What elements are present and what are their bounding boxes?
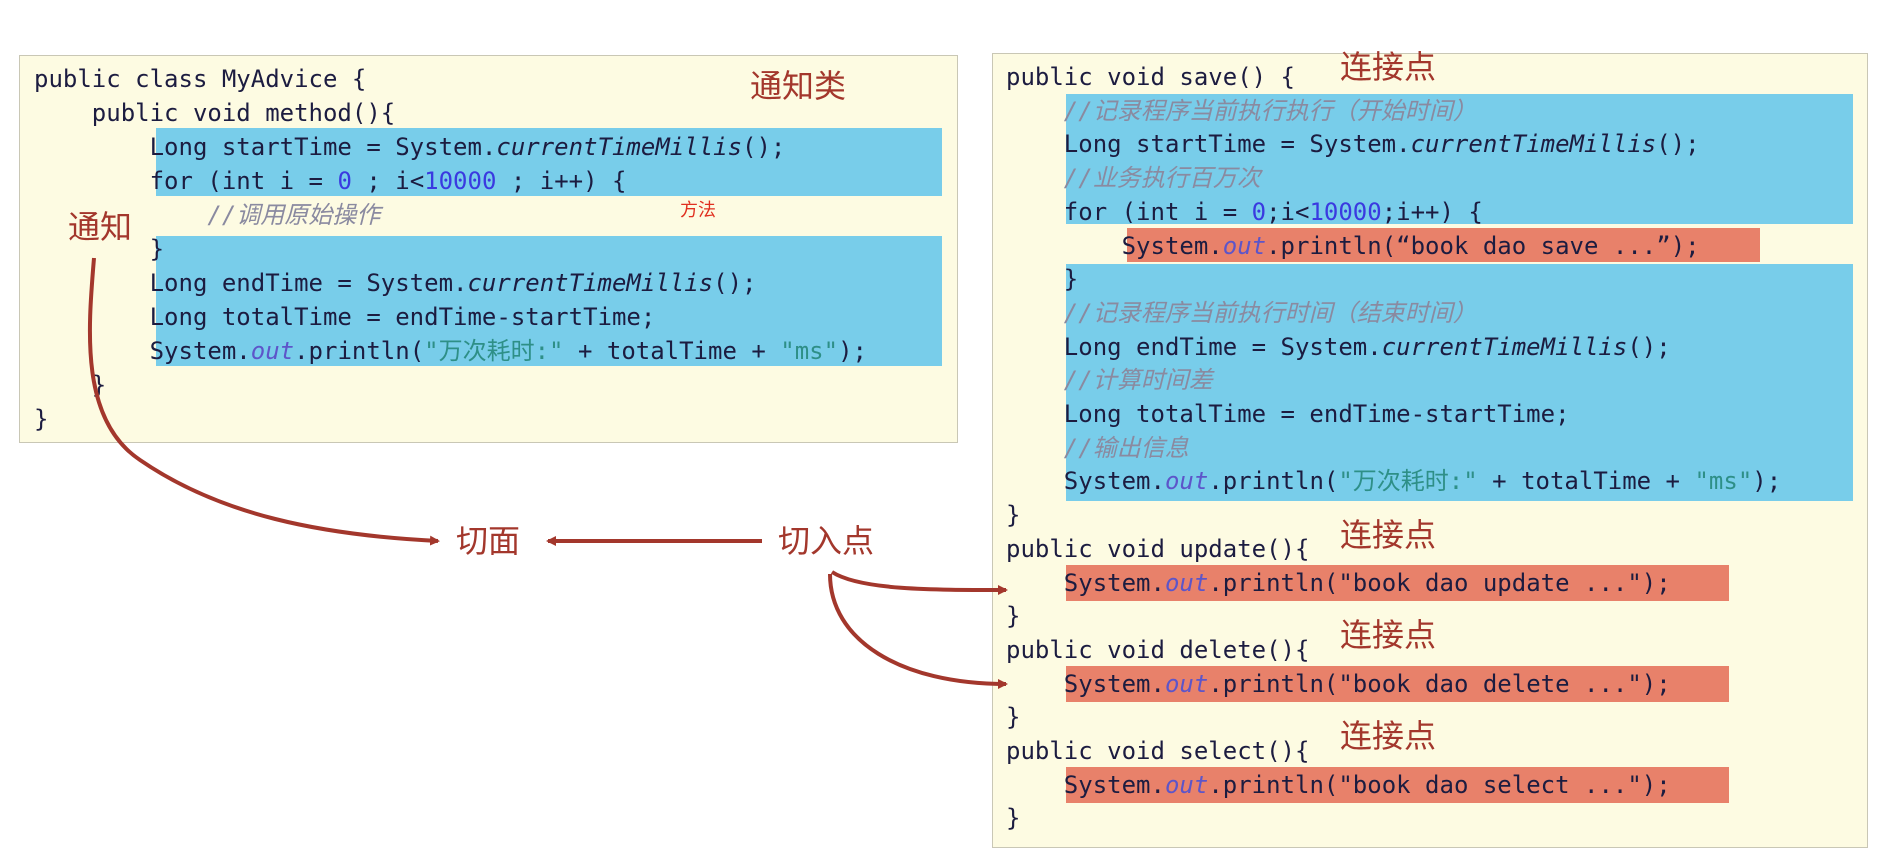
- save-highlight-bottom: [1066, 264, 1853, 501]
- method-label: 方法: [680, 200, 716, 221]
- joinpoint-label-delete: 连接点: [1340, 616, 1437, 654]
- advice-highlight-top: [156, 128, 942, 196]
- select-joinpoint-body: [1066, 767, 1729, 803]
- joinpoint-label-save: 连接点: [1340, 48, 1437, 86]
- advice-highlight-bottom: [156, 236, 942, 366]
- save-joinpoint-body: [1127, 228, 1760, 262]
- joinpoint-label-select: 连接点: [1340, 717, 1437, 755]
- pointcut-to-update-arrow: [830, 570, 1008, 595]
- save-highlight-top: [1066, 94, 1853, 224]
- advice-class-label: 通知类: [750, 67, 847, 105]
- advice-code: public class MyAdvice { public void meth…: [34, 65, 867, 433]
- pointcut-to-delete-arrow: [828, 573, 1008, 689]
- advice-to-aspect-arrow: [87, 257, 440, 546]
- target-code: public void save() { //记录程序当前执行执行（开始时间） …: [1006, 63, 1782, 833]
- joinpoint-label-update: 连接点: [1340, 516, 1437, 554]
- pointcut-label: 切入点: [778, 522, 875, 560]
- advice-label: 通知: [68, 208, 133, 246]
- update-joinpoint-body: [1066, 565, 1729, 601]
- delete-joinpoint-body: [1066, 666, 1729, 702]
- code-line: public class MyAdvice {: [34, 65, 367, 93]
- aspect-label: 切面: [456, 522, 521, 560]
